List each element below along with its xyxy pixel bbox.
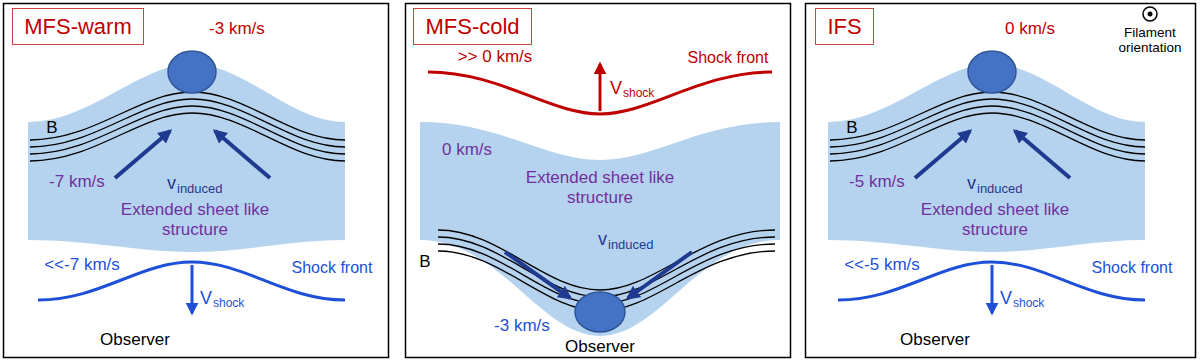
text-label: <<-7 km/s [44, 255, 120, 275]
label-holder: v [598, 229, 607, 250]
label-holder: V [1000, 288, 1012, 309]
symbol-ring [1143, 7, 1157, 21]
shock-velocity-arrow [191, 265, 194, 313]
label-holder: induced [608, 238, 654, 253]
induced-velocity-arrow [915, 131, 970, 178]
induced-velocity-arrow [505, 252, 570, 298]
label-holder: B [846, 118, 857, 138]
field-lines [830, 92, 1145, 161]
text-label: -3 km/s [494, 316, 550, 336]
clump-ellipse [968, 51, 1016, 93]
out-of-page-symbol [1143, 7, 1157, 21]
label-holder: <<-7 km/s [44, 255, 120, 275]
text-label: Shock front [1092, 259, 1173, 277]
shock-velocity-arrow [991, 265, 994, 313]
text-label: induced [608, 238, 654, 253]
field-lines [30, 92, 345, 161]
panel-title-box: IFS [815, 8, 874, 45]
text-label: Filament orientation [1109, 25, 1191, 56]
text-label: Observer [100, 330, 170, 350]
label-holder: v [167, 173, 176, 194]
panel-border [4, 4, 389, 358]
text-label: induced [977, 182, 1023, 197]
sheet-label: Extended sheet like structure [108, 200, 283, 239]
text-label: V [610, 78, 622, 99]
label-holder: V [610, 78, 622, 99]
text-label: shock [1013, 297, 1044, 311]
text-label: v [167, 173, 176, 194]
label-holder: 0 km/s [1005, 19, 1055, 39]
induced-velocity-arrow [215, 131, 270, 178]
label-holder: shock [623, 87, 654, 101]
label-holder: >> 0 km/s [458, 47, 533, 67]
label-holder: Observer [100, 330, 170, 350]
panel-title-box: MFS-warm [12, 8, 144, 45]
text-label: Observer [565, 337, 635, 357]
field-line [830, 113, 1145, 161]
label-holder: -3 km/s [209, 19, 265, 39]
clump-ellipse [575, 292, 625, 332]
label-holder: B [46, 118, 57, 138]
label-holder: B [419, 252, 430, 272]
label-holder: Shock front [1092, 259, 1173, 277]
label-holder: v [967, 173, 976, 194]
label-holder: 0 km/s [442, 140, 492, 160]
clump-ellipse [168, 51, 216, 93]
text-label: 0 km/s [442, 140, 492, 160]
text-label: -7 km/s [49, 172, 105, 192]
panel-title: MFS-warm [24, 14, 132, 39]
label-holder: Observer [900, 330, 970, 350]
text-label: B [419, 252, 430, 272]
label-holder: Filament orientation [1109, 25, 1191, 56]
text-label: B [846, 118, 857, 138]
text-label: B [46, 118, 57, 138]
panel-title: IFS [827, 14, 861, 39]
text-label: V [200, 288, 212, 309]
label-holder: induced [177, 182, 223, 197]
label-holder: shock [213, 297, 244, 311]
text-label: -5 km/s [849, 172, 905, 192]
text-label: Observer [900, 330, 970, 350]
induced-velocity-arrow [115, 131, 170, 178]
text-label: induced [177, 182, 223, 197]
panel-border [406, 4, 791, 358]
panel-title-box: MFS-cold [413, 8, 532, 45]
induced-velocity-arrow [1015, 131, 1070, 178]
label-holder: shock [1013, 297, 1044, 311]
sheet-label: Extended sheet like structure [513, 168, 688, 207]
text-label: <<-5 km/s [844, 255, 920, 275]
field-line [438, 237, 775, 297]
text-label: shock [213, 297, 244, 311]
text-label: >> 0 km/s [458, 47, 533, 67]
shock-velocity-arrow [599, 64, 602, 111]
text-label: Shock front [292, 259, 373, 277]
panel-border [806, 4, 1196, 358]
panel-title: MFS-cold [425, 14, 519, 39]
sheet-fill [420, 122, 780, 336]
label-holder: <<-5 km/s [844, 255, 920, 275]
text-label: v [967, 173, 976, 194]
text-label: Shock front [688, 49, 769, 67]
label-holder: -3 km/s [494, 316, 550, 336]
text-label: -3 km/s [209, 19, 265, 39]
label-holder: V [200, 288, 212, 309]
label-holder: Shock front [688, 49, 769, 67]
label-holder: -7 km/s [49, 172, 105, 192]
text-label: shock [623, 87, 654, 101]
induced-velocity-arrow [628, 252, 692, 298]
label-holder: induced [977, 182, 1023, 197]
text-label: 0 km/s [1005, 19, 1055, 39]
label-holder: Shock front [292, 259, 373, 277]
field-line [30, 113, 345, 161]
label-holder: -5 km/s [849, 172, 905, 192]
label-holder: Observer [565, 337, 635, 357]
text-label: V [1000, 288, 1012, 309]
sheet-label: Extended sheet like structure [908, 200, 1083, 239]
symbol-dot [1148, 12, 1153, 17]
text-label: v [598, 229, 607, 250]
